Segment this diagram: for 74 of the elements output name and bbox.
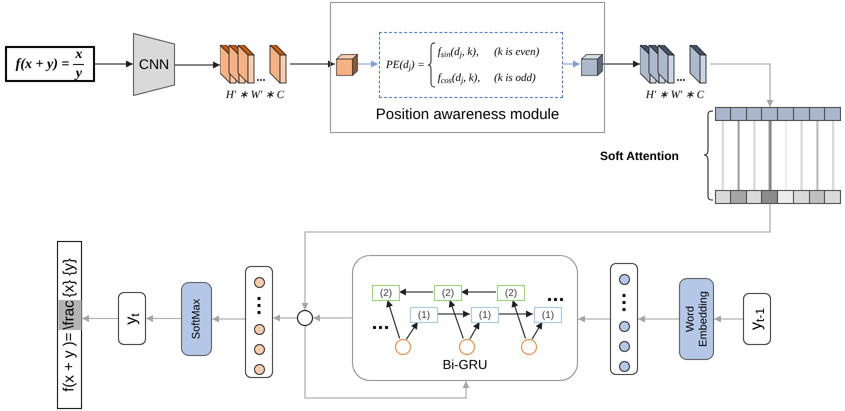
arrow	[304, 326, 470, 399]
output-text: f(x + y )=	[59, 332, 78, 392]
arrow	[469, 322, 480, 340]
size-label: H′ ∗ W′ ∗ C	[226, 88, 284, 103]
arrow	[82, 315, 118, 322]
cell-label: (2)	[380, 286, 392, 300]
layer-box	[679, 278, 714, 360]
module-title: Position awareness module	[376, 104, 560, 124]
arrow	[498, 310, 533, 318]
gru-cell	[471, 307, 499, 323]
arrow	[302, 204, 771, 310]
arrow	[578, 316, 610, 322]
cnn-trapezoid	[133, 33, 175, 96]
arrow	[386, 300, 400, 339]
arrow	[95, 60, 133, 68]
arrow	[461, 288, 496, 296]
panel-title: Bi-GRU	[442, 356, 488, 374]
arrow	[399, 288, 433, 296]
gru-panel	[352, 255, 578, 381]
gru-cell	[434, 285, 462, 301]
size-label: H′ ∗ W′ ∗ C	[646, 88, 704, 103]
arrow	[532, 322, 543, 340]
cell-label: (2)	[504, 286, 518, 300]
cell-label: (1)	[478, 308, 492, 322]
gru-cell	[410, 307, 438, 323]
token-box	[743, 293, 771, 345]
module-frame	[330, 2, 605, 133]
arrow	[212, 316, 245, 322]
gru-cell	[497, 285, 525, 301]
formula-text: f$_{sin}$(d$_{j}$, k),	[438, 44, 480, 60]
arrow	[406, 322, 418, 340]
arrow	[448, 300, 464, 339]
arrow	[175, 62, 220, 68]
layer-label: CNN	[138, 55, 170, 74]
output-box	[57, 241, 82, 409]
arrow	[290, 60, 335, 68]
layer-label: Word Embedding	[684, 290, 710, 349]
gru-cell	[534, 307, 562, 323]
cube-icon	[581, 54, 603, 76]
cell-label: (1)	[418, 308, 430, 322]
token-box	[118, 292, 146, 345]
arrow	[313, 314, 352, 322]
vector-box	[245, 266, 273, 378]
arrow	[714, 316, 743, 322]
arrow	[710, 63, 774, 107]
condition-text: (k is even)	[494, 44, 540, 60]
gru-cell	[372, 285, 400, 301]
cell-label: (1)	[542, 308, 554, 322]
layer-label: SoftMax	[190, 298, 203, 342]
numerator-text: x	[73, 48, 84, 64]
formula-box	[5, 46, 95, 82]
arrow	[512, 300, 526, 339]
condition-text: (k is odd)	[494, 71, 537, 86]
arrow	[602, 60, 640, 68]
formula-box	[379, 32, 563, 98]
attention-bar	[715, 190, 841, 204]
vector-box	[610, 263, 638, 375]
highlighted-text: \frac	[58, 300, 81, 330]
arrow	[638, 316, 679, 322]
formula-text: f(x + y) =	[16, 56, 70, 74]
arrow	[357, 60, 378, 68]
arrow	[437, 310, 470, 318]
output-text: {x} {y}	[59, 258, 78, 298]
arrow	[146, 315, 181, 322]
formula-text: f$_{cos}$(d$_{j}$, k),	[438, 71, 480, 86]
feature-bar	[715, 107, 841, 121]
cell-label: (2)	[442, 286, 454, 300]
denominator-text: y	[76, 64, 82, 80]
formula-text: PE(d$_{j}$) =	[386, 58, 425, 74]
cube-icon	[336, 54, 358, 76]
annotation-label: Soft Attention	[600, 148, 679, 165]
arrow	[562, 60, 580, 68]
layer-box	[181, 282, 212, 356]
arrow	[273, 314, 297, 322]
